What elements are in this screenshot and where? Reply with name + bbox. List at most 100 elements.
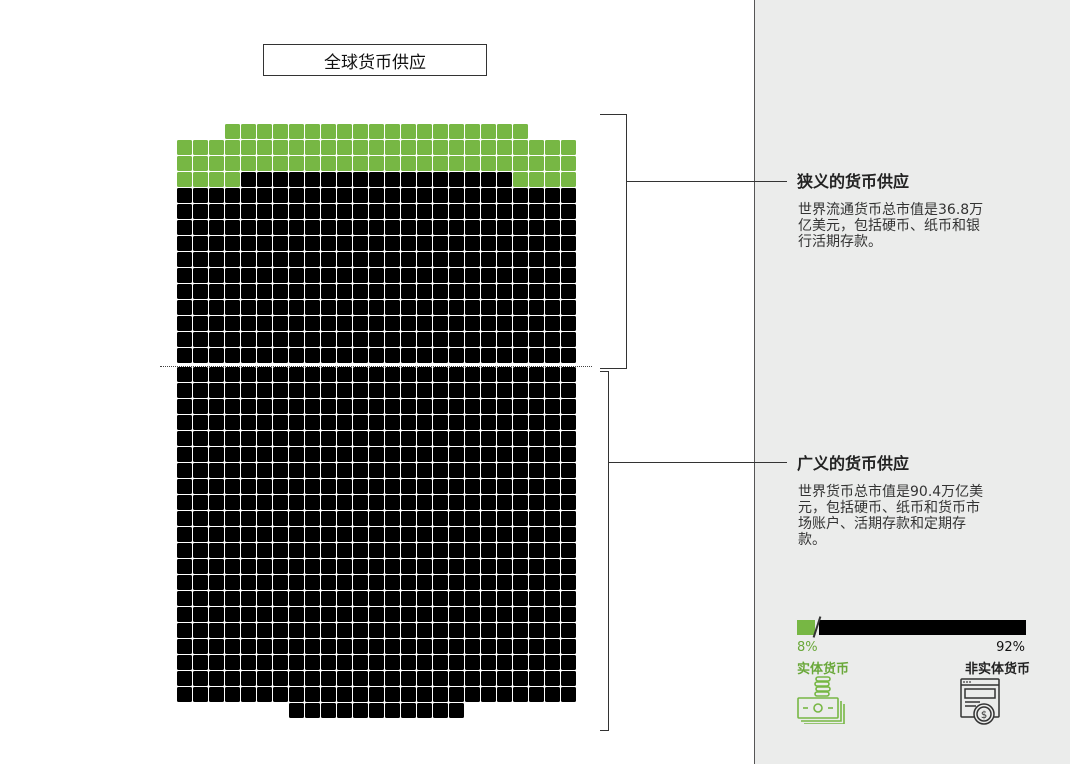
waffle-square — [433, 527, 448, 542]
waffle-square — [369, 479, 384, 494]
waffle-square — [337, 463, 352, 478]
waffle-square — [273, 156, 288, 171]
waffle-square — [465, 236, 480, 251]
waffle-square — [177, 479, 192, 494]
waffle-square — [401, 300, 416, 315]
waffle-square — [241, 687, 256, 702]
waffle-square — [305, 623, 320, 638]
waffle-square — [401, 236, 416, 251]
waffle-square — [273, 204, 288, 219]
waffle-square — [433, 671, 448, 686]
waffle-square — [289, 671, 304, 686]
waffle-square — [257, 367, 272, 382]
waffle-square — [497, 156, 512, 171]
waffle-square — [337, 623, 352, 638]
waffle-square — [209, 687, 224, 702]
waffle-square — [433, 655, 448, 670]
waffle-square — [225, 188, 240, 203]
waffle-square — [513, 268, 528, 283]
waffle-square — [241, 220, 256, 235]
waffle-square — [257, 479, 272, 494]
waffle-square — [545, 367, 560, 382]
waffle-square — [337, 479, 352, 494]
waffle-square — [177, 383, 192, 398]
waffle-square — [225, 623, 240, 638]
waffle-square — [337, 188, 352, 203]
waffle-square — [289, 348, 304, 363]
waffle-square — [209, 399, 224, 414]
waffle-square — [481, 383, 496, 398]
waffle-square — [353, 463, 368, 478]
waffle-square — [337, 220, 352, 235]
waffle-square — [257, 399, 272, 414]
waffle-square — [449, 479, 464, 494]
waffle-square — [497, 687, 512, 702]
waffle-square — [241, 447, 256, 462]
waffle-square — [241, 204, 256, 219]
waffle-square — [289, 124, 304, 139]
waffle-square — [561, 559, 576, 574]
waffle-square — [305, 252, 320, 267]
waffle-square — [417, 431, 432, 446]
chart-title: 全球货币供应 — [263, 44, 487, 76]
waffle-square — [465, 399, 480, 414]
waffle-square — [209, 172, 224, 187]
waffle-square — [433, 639, 448, 654]
waffle-square — [193, 188, 208, 203]
waffle-square — [545, 236, 560, 251]
waffle-square — [513, 671, 528, 686]
waffle-square — [353, 639, 368, 654]
waffle-square — [209, 447, 224, 462]
waffle-square — [257, 607, 272, 622]
waffle-square — [465, 527, 480, 542]
waffle-square — [545, 671, 560, 686]
waffle-square — [225, 655, 240, 670]
broad-desc-line: 场账户、活期存款和定期存 — [798, 516, 966, 532]
waffle-square — [481, 236, 496, 251]
waffle-square — [481, 140, 496, 155]
waffle-square — [481, 511, 496, 526]
narrow-money-connector — [627, 181, 787, 182]
waffle-square — [545, 479, 560, 494]
waffle-square — [385, 703, 400, 718]
waffle-square — [289, 655, 304, 670]
waffle-square — [401, 204, 416, 219]
waffle-square — [353, 172, 368, 187]
waffle-square — [257, 332, 272, 347]
waffle-square — [385, 316, 400, 331]
waffle-square — [401, 316, 416, 331]
waffle-square — [305, 399, 320, 414]
waffle-square — [353, 220, 368, 235]
waffle-square — [209, 236, 224, 251]
waffle-square — [385, 300, 400, 315]
waffle-square — [465, 156, 480, 171]
waffle-square — [337, 332, 352, 347]
waffle-square — [417, 623, 432, 638]
waffle-square — [273, 447, 288, 462]
waffle-square — [209, 300, 224, 315]
waffle-square — [241, 156, 256, 171]
waffle-square — [289, 431, 304, 446]
waffle-square — [449, 703, 464, 718]
svg-text:$: $ — [981, 710, 987, 721]
waffle-square — [385, 543, 400, 558]
waffle-square — [529, 639, 544, 654]
waffle-square — [353, 559, 368, 574]
waffle-square — [385, 447, 400, 462]
waffle-square — [337, 383, 352, 398]
waffle-square — [545, 220, 560, 235]
waffle-square — [353, 204, 368, 219]
waffle-square — [289, 220, 304, 235]
waffle-square — [321, 252, 336, 267]
waffle-square — [401, 415, 416, 430]
waffle-square — [513, 124, 528, 139]
waffle-square — [177, 188, 192, 203]
waffle-square — [321, 463, 336, 478]
waffle-square — [545, 527, 560, 542]
waffle-square — [561, 495, 576, 510]
waffle-square — [321, 591, 336, 606]
waffle-square — [337, 511, 352, 526]
waffle-square — [497, 399, 512, 414]
waffle-square — [225, 268, 240, 283]
waffle-square — [497, 268, 512, 283]
